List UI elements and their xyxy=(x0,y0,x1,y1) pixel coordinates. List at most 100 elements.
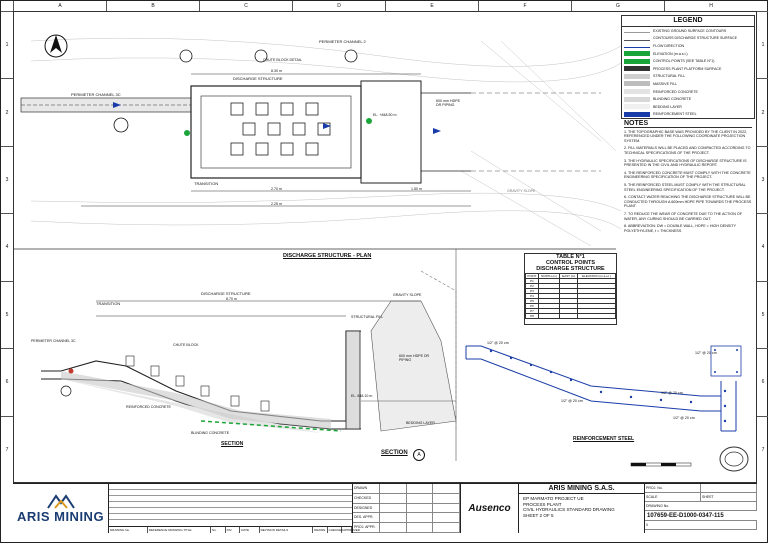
grid-col-label: G xyxy=(571,1,664,11)
owner-logo: ARIS MINING xyxy=(13,484,109,533)
grid-row-label: 7 xyxy=(757,415,768,483)
project-no-label: PROJ. No. xyxy=(645,484,701,492)
title-block: ARIS MINING DRAWING No.REFERENCE DRAWING… xyxy=(13,483,757,533)
legend-item: BLINDING CONCRETE xyxy=(622,95,754,103)
dim-top: 8.30 m xyxy=(271,69,282,73)
grid-row-label: 6 xyxy=(1,348,13,415)
grid-rows-left: 1 2 3 4 5 6 7 xyxy=(1,11,13,483)
note-item: 8. ABBREVIATION: DW = DOUBLE WALL, HDPE … xyxy=(624,224,737,233)
reinforcement-drawing xyxy=(465,345,742,432)
legend-label: EXISTING GROUND SURFACE CONTOURS xyxy=(653,28,727,33)
signature-cell xyxy=(433,493,460,503)
client-name: ARIS MINING S.A.S. xyxy=(519,484,644,494)
legend-item: EXISTING GROUND SURFACE CONTOURS xyxy=(622,27,754,35)
grid-col-label: B xyxy=(106,1,199,11)
legend-item: ELEVATION (m.a.s.l.) xyxy=(622,50,754,58)
revision-number: 0 xyxy=(645,521,757,529)
signature-cell xyxy=(380,523,407,532)
legend-swatch xyxy=(624,111,650,117)
grid-row-label: 2 xyxy=(757,78,768,145)
legend-label: STRUCTURAL FILL xyxy=(653,74,686,79)
drawing-frame xyxy=(13,11,757,483)
scale-label: SCALE xyxy=(645,493,701,501)
legend-label: PROCESS PLANT PLATFORM SURFACE xyxy=(653,66,722,71)
label-transition: TRANSITION xyxy=(194,181,219,186)
label-elevation: EL. +848.50 m xyxy=(373,113,397,117)
title-line: PROCESS PLANT xyxy=(523,501,562,507)
drawing-number: 107659-EE-D1000-0347-115 xyxy=(645,511,757,521)
table-title-1: TABLE N°1 xyxy=(556,254,585,260)
signature-cell xyxy=(407,513,434,523)
signature-cell xyxy=(407,484,434,493)
signature-cell: DES. APPR. xyxy=(353,513,380,523)
revision-header: DATE xyxy=(240,527,260,533)
title-line: EP MARMATO PROJECT UE xyxy=(523,496,584,501)
company-stamp-icon xyxy=(719,446,749,472)
table-title-2: CONTROL POINTS xyxy=(545,260,596,266)
grid-row-label: 4 xyxy=(757,213,768,280)
legend-label: MASSIVE FILL xyxy=(653,81,678,86)
legend-swatch xyxy=(624,58,650,64)
legend-item: REINFORCED CONCRETE xyxy=(622,88,754,96)
note-item: 3. THE HYDRAULIC SPECIFICATIONS OF DISCH… xyxy=(624,158,747,168)
table-header: POINT xyxy=(525,273,539,279)
legend-label: CONTROL POINTS (SEE TABLE N°1) xyxy=(653,59,715,64)
table-header: EAST (m) xyxy=(559,273,579,279)
label-gravity-slope-section: GRAVITY SLOPE xyxy=(393,293,422,297)
project-title-block: ARIS MINING S.A.S. EP MARMATO PROJECT UE… xyxy=(519,484,645,533)
label-section-perimeter: PERIMETER CHANNEL 3C xyxy=(31,339,76,343)
legend-swatch xyxy=(624,66,650,72)
note-item: 5. THE REINFORCED STEEL MUST COMPLY WITH… xyxy=(624,182,746,192)
signature-cell: DRAWN xyxy=(353,484,380,493)
grid-row-label: 5 xyxy=(757,280,768,348)
table-header: NORTH (m) xyxy=(537,273,561,279)
scale-bar xyxy=(630,462,692,467)
label-section-overall: DISCHARGE STRUCTURE xyxy=(201,291,251,296)
revision-header: DIV. xyxy=(226,527,241,533)
signature-cell xyxy=(433,503,460,513)
legend-label: ELEVATION (m.a.s.l.) xyxy=(653,51,688,56)
section-tag: A xyxy=(413,449,425,461)
mountain-logo-icon xyxy=(46,494,75,509)
label-hdpe: 600 mm HDPE DR PIPING xyxy=(436,99,460,107)
notes-title: NOTES xyxy=(624,120,752,128)
legend-swatch xyxy=(624,36,650,41)
signature-row: PROJ. APPR. xyxy=(353,523,460,533)
dim-section-overall: 8.70 m xyxy=(226,297,237,301)
label-perimeter-channel-2: PERIMETER CHANNEL 2 xyxy=(319,39,366,44)
label-section-transition: TRANSITION xyxy=(96,301,121,306)
label-chute-block: CHUTE BLOCK DETAIL xyxy=(263,58,302,62)
legend-swatch xyxy=(624,73,650,79)
table-title-3: DISCHARGE STRUCTURE xyxy=(536,266,605,272)
rebar-label: 1/2" @ 20 cm xyxy=(487,341,509,345)
revision-header: DRAWING No. xyxy=(109,527,148,533)
title-line: CIVIL HYDRAULICS STANDARD DRAWING xyxy=(523,507,615,513)
label-perimeter-channel-3c: PERIMETER CHANNEL 3C xyxy=(71,92,121,97)
plan-dimensions xyxy=(81,73,471,207)
signature-cell xyxy=(380,513,407,523)
title-line: SHEET 2 OF 5 xyxy=(523,512,554,518)
dim-overall: 2.25 m xyxy=(271,202,282,206)
legend-label: CONTOURS DISCHARGE STRUCTURE SURFACE xyxy=(653,36,737,41)
legend-swatch xyxy=(624,81,650,87)
legend-item: MASSIVE FILL xyxy=(622,80,754,88)
note-item: 2. FILL MATERIALS WILL BE PLACED AND COM… xyxy=(624,146,751,155)
rebar-label: 1/2" @ 20 cm xyxy=(695,351,717,355)
signature-cell: DESIGNED xyxy=(353,503,380,513)
legend-label: REINFORCED CONCRETE xyxy=(653,89,698,94)
north-arrow-icon xyxy=(44,34,68,58)
signature-cell xyxy=(380,493,407,503)
signature-cell xyxy=(433,523,460,532)
legend-swatch xyxy=(624,89,650,95)
grid-col-label: A xyxy=(13,1,106,11)
legend-swatch xyxy=(624,96,650,102)
callout-markers xyxy=(113,49,358,133)
section-small-title: SECTION xyxy=(221,441,244,447)
signature-cell xyxy=(407,503,434,513)
grid-row-label: 2 xyxy=(1,78,13,145)
label-hdpe-section: 600 mm HDPE DR PIPING xyxy=(399,354,430,362)
legend-item: CONTROL POINTS (SEE TABLE N°1) xyxy=(622,57,754,65)
label-reinforced-concrete: REINFORCED CONCRETE xyxy=(126,405,171,409)
